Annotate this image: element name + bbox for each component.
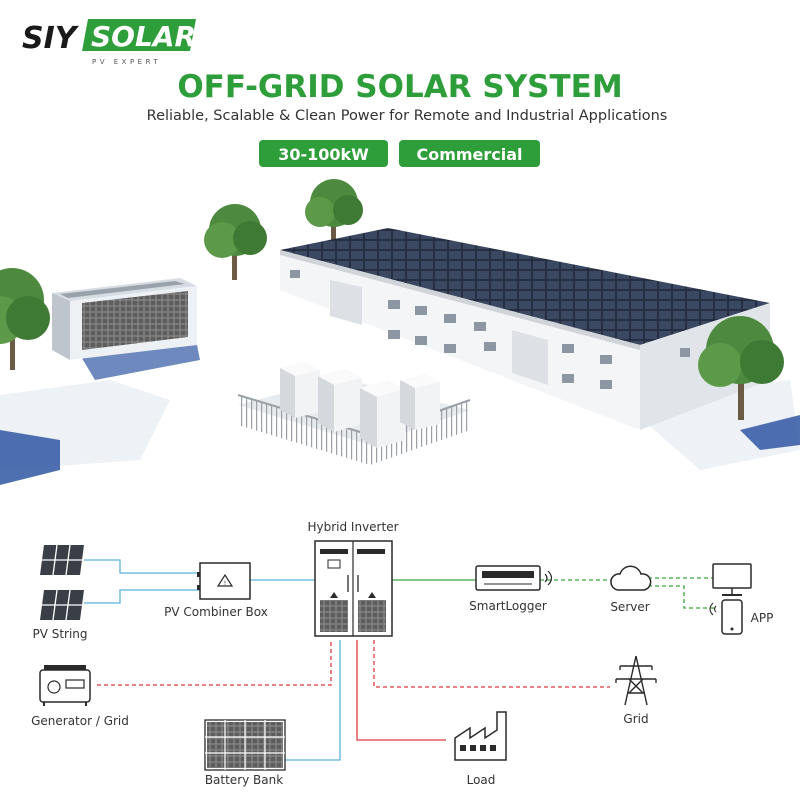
ac-line-load: [356, 640, 446, 741]
pv-combiner-box-label: PV Combiner Box: [164, 605, 268, 619]
dc-line-pv-string-2: [84, 589, 200, 604]
battery-bank-node: Battery Bank: [204, 719, 286, 787]
monitor-icon: [712, 563, 752, 596]
brand-tagline: PV EXPERT: [92, 58, 161, 66]
page-subtitle: Reliable, Scalable & Clean Power for Rem…: [147, 108, 668, 124]
transmission-tower-icon: [615, 655, 657, 706]
app-label: APP: [751, 611, 774, 625]
solar-panel-icon: [40, 589, 84, 621]
ac-line-grid: [373, 640, 610, 688]
tree-icon: [204, 204, 267, 280]
comm-connections: [392, 577, 715, 609]
brand-badge-shape: [82, 19, 196, 51]
pv-string-label: PV String: [32, 627, 87, 641]
dc-line-battery: [285, 640, 341, 761]
cloud-icon: [610, 565, 652, 591]
tree-icon: [305, 179, 363, 240]
ac-line-generator: [97, 640, 332, 686]
generator-node: Generator / Grid: [31, 665, 129, 728]
dc-connections: [84, 559, 341, 761]
combiner-box-icon: !: [197, 562, 251, 600]
comm-line-server-app: [648, 585, 715, 609]
scene-illustration: [0, 179, 800, 485]
load-node: Load: [454, 711, 507, 787]
hybrid-inverter-node: Hybrid Inverter: [307, 520, 399, 637]
tree-shadow: [740, 415, 800, 450]
app-node: APP: [709, 599, 774, 635]
generator-grid-label: Generator / Grid: [31, 714, 129, 728]
tree-icon: [698, 316, 784, 420]
dc-line-pv-string-1: [84, 559, 200, 574]
load-label: Load: [467, 773, 496, 787]
generator-icon: [39, 665, 91, 706]
grid-label: Grid: [623, 712, 648, 726]
svg-text:!: !: [224, 580, 226, 587]
server-node: Server: [610, 565, 652, 614]
server-label: Server: [610, 600, 649, 614]
battery-container: [52, 278, 197, 360]
pv-combiner-box-node: ! PV Combiner Box: [164, 562, 268, 619]
ac-connections: [97, 640, 610, 741]
badge-capacity: 30-100kW: [259, 140, 388, 167]
monitor-node: [712, 563, 752, 596]
solar-panel-icon: [40, 544, 84, 576]
tree-icon: [0, 268, 50, 370]
smartphone-icon: [721, 599, 743, 635]
page-title: OFF-GRID SOLAR SYSTEM: [177, 69, 622, 105]
brand-name-part2: SOLAR: [91, 20, 196, 53]
badge-segment-label: Commercial: [416, 145, 522, 164]
wifi-signal-icon: [709, 602, 717, 616]
battery-bank-label: Battery Bank: [205, 773, 283, 787]
inverter-enclosure: [237, 362, 471, 465]
hybrid-inverter-label: Hybrid Inverter: [307, 520, 398, 534]
smartlogger-node: SmartLogger: [469, 565, 553, 613]
grid-node: Grid: [615, 655, 657, 726]
wifi-signal-icon: [544, 570, 553, 586]
factory-icon: [454, 711, 507, 761]
inverter-cabinet-icon: [314, 540, 393, 637]
brand-logo: SIY SOLAR PV EXPERT: [22, 19, 196, 66]
smartlogger-label: SmartLogger: [469, 599, 547, 613]
badge-segment: Commercial: [399, 140, 540, 167]
battery-bank-icon: [204, 719, 286, 771]
smartlogger-icon: [475, 565, 541, 591]
brand-name-part1: SIY: [22, 21, 80, 56]
badge-capacity-label: 30-100kW: [278, 145, 369, 164]
pv-string-node: PV String: [32, 544, 88, 641]
tree-shadow: [0, 430, 60, 485]
